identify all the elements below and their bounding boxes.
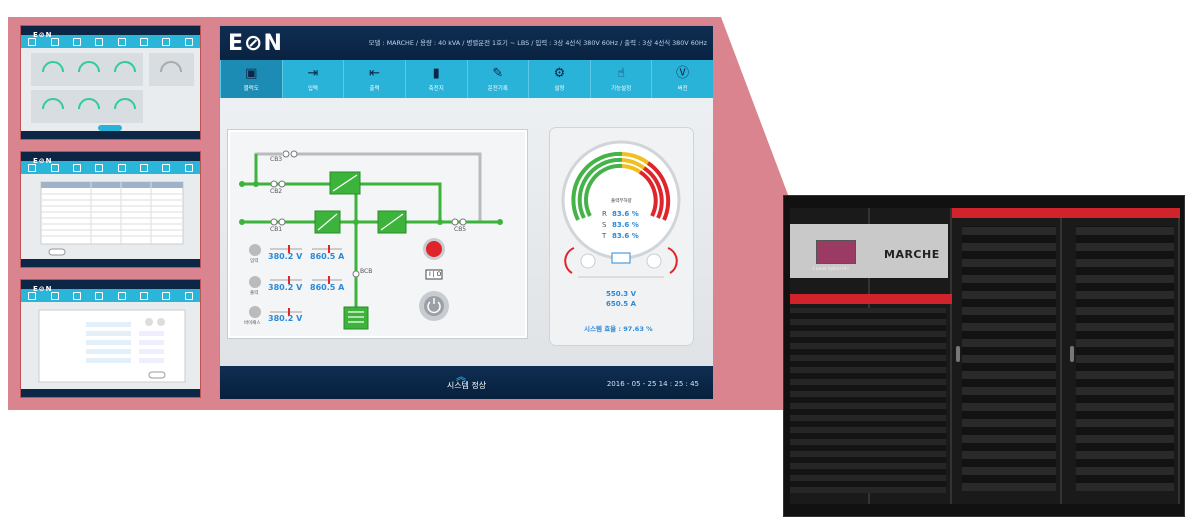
door-handle <box>956 346 960 362</box>
phase-r-label: R <box>602 210 607 218</box>
gear-icon: ⚙ <box>553 66 566 81</box>
red-strip <box>952 208 1180 218</box>
bottom-bar: ︽ 시스템 정상 2016 - 05 - 25 14 : 25 : 45 <box>220 366 713 399</box>
datetime: 2016 - 05 - 25 14 : 25 : 45 <box>606 380 699 388</box>
input-current: 860.5 A <box>310 252 345 261</box>
monitor-icon: ▣ <box>245 66 258 81</box>
touch-icon: ☝ <box>617 66 626 81</box>
display-screen <box>816 240 856 264</box>
load-gauge-graphic <box>561 140 681 278</box>
row-label-bypass: 바이패스 <box>244 321 261 326</box>
model-label: 3 Level Hybrid HFI <box>812 266 849 271</box>
tab-battery[interactable]: ▮ 축전지 <box>404 60 467 98</box>
input-voltage: 380.2 V <box>268 252 303 261</box>
tab-label: 축전지 <box>428 86 444 92</box>
thumb-logo: E⊘N <box>33 31 53 39</box>
breaker-label-bcb: BCB <box>360 268 373 275</box>
phase-s-label: S <box>602 221 607 229</box>
door-handle <box>1070 346 1074 362</box>
load-gauge-panel: 출력부하량 R 83.6 % S 83.6 % T 83.6 % 550.3 V… <box>550 128 693 345</box>
red-strip <box>790 294 952 304</box>
tab-block-diagram[interactable]: ▣ 블럭도 <box>220 60 282 98</box>
thumb-logo: E⊘N <box>33 157 53 165</box>
tab-label: 출력 <box>369 86 380 92</box>
tab-label: 운전기록 <box>487 86 508 92</box>
output-icon: ⇤ <box>369 66 381 81</box>
system-efficiency: 시스템 효율 : 97.63 % <box>584 325 653 333</box>
tab-label: 설정 <box>554 86 565 92</box>
tab-label: 블럭도 <box>243 86 259 92</box>
thumbnail-settings[interactable]: E⊘N <box>20 279 201 398</box>
bypass-voltage: 380.2 V <box>268 314 303 323</box>
gauge-title: 출력부하량 <box>611 199 632 204</box>
tab-output[interactable]: ⇤ 출력 <box>343 60 405 98</box>
row-label-output: 출력 <box>250 291 259 296</box>
ups-cabinet-photo: MARCHE 3 Level Hybrid HFI <box>783 195 1185 517</box>
version-icon: Ⓥ <box>676 66 690 81</box>
breaker-label-cb5: CB5 <box>454 226 467 233</box>
input-icon: ⇥ <box>307 66 319 81</box>
system-info-text: 모델 : MARCHE / 용량 : 40 kVA / 병렬운전 1호기 ~ L… <box>368 39 707 47</box>
output-voltage: 380.2 V <box>268 283 303 292</box>
phase-s-value: 83.6 % <box>612 221 639 229</box>
thumbnail-table[interactable]: E⊘N <box>20 151 201 268</box>
content-area: CB3 CB2 CB1 CB5 BCB 입력 380.2 V 860.5 A 출… <box>220 98 713 366</box>
battery-icon: ▮ <box>432 66 440 81</box>
battery-voltage: 550.3 V <box>606 290 636 298</box>
tab-version[interactable]: Ⓥ 버전 <box>651 60 713 98</box>
vent-grille <box>790 308 946 493</box>
thumbnail-gauges[interactable]: E⊘N <box>20 25 201 140</box>
breaker-label-cb1: CB1 <box>270 226 283 233</box>
main-nav: ▣ 블럭도 ⇥ 입력 ⇤ 출력 ▮ 축전지 ✎ 운전기록 ⚙ 설정 <box>220 60 713 98</box>
block-diagram: CB3 CB2 CB1 CB5 BCB 입력 380.2 V 860.5 A 출… <box>228 130 527 338</box>
brand-label: MARCHE <box>884 248 940 261</box>
top-bar: E⊘N 모델 : MARCHE / 용량 : 40 kVA / 병렬운전 1호기… <box>220 26 713 60</box>
output-current: 860.5 A <box>310 283 345 292</box>
power-flow-diagram <box>239 150 503 330</box>
tab-operation-log[interactable]: ✎ 운전기록 <box>466 60 529 98</box>
thumb-settings-graphic <box>38 309 186 383</box>
record-icon: ✎ <box>492 66 504 81</box>
breaker-label-cb3: CB3 <box>270 156 283 163</box>
tab-label: 버전 <box>677 86 688 92</box>
vent-grille <box>962 226 1056 491</box>
system-status: 시스템 정상 <box>446 381 487 390</box>
tab-label: 기능설정 <box>610 86 632 92</box>
thumb-table-graphic <box>40 181 184 256</box>
battery-current: 650.5 A <box>606 300 636 308</box>
vent-grille <box>1076 226 1174 491</box>
row-label-input: 입력 <box>250 259 259 264</box>
thumb-gauges-graphic <box>31 53 194 131</box>
tab-label: 입력 <box>307 86 318 92</box>
eon-logo: E⊘N <box>228 31 283 56</box>
tab-input[interactable]: ⇥ 입력 <box>281 60 344 98</box>
tab-settings[interactable]: ⚙ 설정 <box>528 60 590 98</box>
thumb-logo: E⊘N <box>33 285 53 293</box>
phase-r-value: 83.6 % <box>612 210 639 218</box>
main-screen: E⊘N 모델 : MARCHE / 용량 : 40 kVA / 병렬운전 1호기… <box>219 25 713 399</box>
phase-t-label: T <box>602 232 607 240</box>
chevron-up-icon[interactable]: ︽ <box>456 372 466 383</box>
tab-function-settings[interactable]: ☝ 기능설정 <box>589 60 652 98</box>
breaker-label-cb2: CB2 <box>270 188 283 195</box>
phase-t-value: 83.6 % <box>612 232 639 240</box>
io-switch-label[interactable]: I | O <box>429 271 442 278</box>
